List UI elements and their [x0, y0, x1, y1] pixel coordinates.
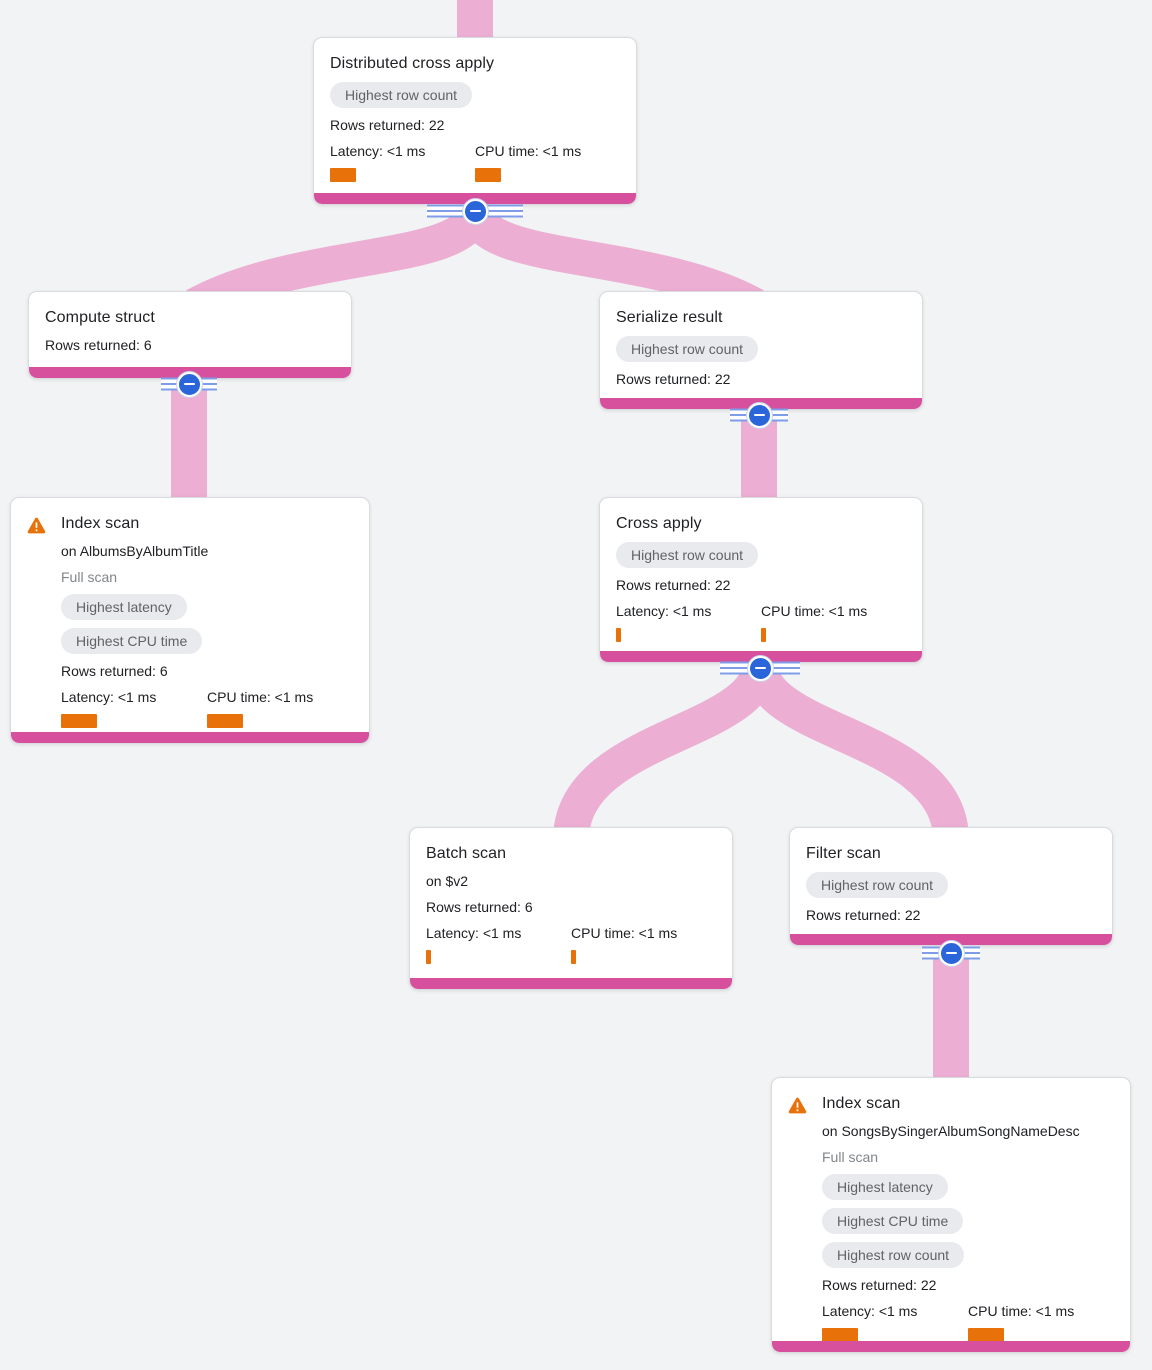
collapse-toggle-distributed-cross-apply[interactable]	[427, 198, 523, 224]
rows-returned-label: Rows returned: 22	[616, 371, 731, 387]
latency-label: Latency: <1 ms	[330, 143, 426, 159]
rows-returned-label: Rows returned: 22	[616, 577, 731, 593]
plan-node-serialize-result[interactable]: Serialize result Highest row count Rows …	[599, 291, 923, 410]
cpu-time-bar	[761, 628, 766, 642]
plan-node-distributed-cross-apply[interactable]: Distributed cross apply Highest row coun…	[313, 37, 637, 205]
cpu-time-bar	[207, 714, 243, 728]
badge-highest-row-count: Highest row count	[616, 336, 759, 362]
warning-icon	[788, 1091, 822, 1342]
latency-bar	[822, 1328, 858, 1342]
node-title: Filter scan	[806, 845, 881, 862]
edge-ribbon-dca-to-serialize-result	[457, 205, 764, 322]
node-accent-bar	[11, 732, 369, 743]
minus-icon	[938, 940, 964, 966]
minus-icon	[746, 402, 772, 428]
cpu-time-bar	[968, 1328, 1004, 1342]
rows-returned-label: Rows returned: 6	[426, 899, 533, 915]
plan-node-cross-apply[interactable]: Cross apply Highest row count Rows retur…	[599, 497, 923, 663]
node-title: Compute struct	[45, 309, 155, 326]
collapse-toggle-serialize-result[interactable]	[730, 402, 788, 428]
cpu-time-label: CPU time: <1 ms	[207, 689, 314, 705]
latency-label: Latency: <1 ms	[822, 1303, 918, 1319]
node-title: Index scan	[61, 515, 140, 532]
plan-node-compute-struct[interactable]: Compute struct Rows returned: 6	[28, 291, 352, 379]
rows-returned-label: Rows returned: 6	[61, 663, 168, 679]
latency-bar	[330, 168, 356, 182]
latency-label: Latency: <1 ms	[426, 925, 522, 941]
badge-highest-latency: Highest latency	[822, 1174, 948, 1200]
node-accent-bar	[410, 978, 732, 989]
scan-target-label: on $v2	[426, 873, 469, 889]
plan-node-index-scan-songs[interactable]: Index scan on SongsBySingerAlbumSongName…	[771, 1077, 1131, 1353]
latency-bar	[426, 950, 431, 964]
badge-highest-cpu-time: Highest CPU time	[61, 628, 203, 654]
scan-target-label: on AlbumsByAlbumTitle	[61, 543, 209, 559]
cpu-time-bar	[475, 168, 501, 182]
collapse-toggle-filter-scan[interactable]	[922, 940, 980, 966]
plan-node-batch-scan[interactable]: Batch scan on $v2 Rows returned: 6 Laten…	[409, 827, 733, 990]
warning-icon	[27, 511, 61, 728]
badge-highest-row-count: Highest row count	[822, 1242, 965, 1268]
rows-returned-label: Rows returned: 6	[45, 337, 152, 353]
cpu-time-label: CPU time: <1 ms	[968, 1303, 1075, 1319]
badge-highest-row-count: Highest row count	[330, 82, 473, 108]
latency-label: Latency: <1 ms	[616, 603, 712, 619]
node-accent-bar	[772, 1341, 1130, 1352]
cpu-time-label: CPU time: <1 ms	[761, 603, 868, 619]
plan-node-filter-scan[interactable]: Filter scan Highest row count Rows retur…	[789, 827, 1113, 946]
rows-returned-label: Rows returned: 22	[822, 1277, 937, 1293]
badge-highest-cpu-time: Highest CPU time	[822, 1208, 964, 1234]
node-title: Distributed cross apply	[330, 55, 495, 72]
collapse-toggle-cross-apply[interactable]	[720, 655, 800, 681]
cpu-time-label: CPU time: <1 ms	[571, 925, 678, 941]
latency-label: Latency: <1 ms	[61, 689, 157, 705]
minus-icon	[747, 655, 773, 681]
scan-mode-label: Full scan	[61, 569, 118, 585]
badge-highest-latency: Highest latency	[61, 594, 187, 620]
cpu-time-label: CPU time: <1 ms	[475, 143, 582, 159]
minus-icon	[462, 198, 488, 224]
node-title: Batch scan	[426, 845, 507, 862]
node-accent-bar	[790, 934, 1112, 945]
node-title: Index scan	[822, 1095, 901, 1112]
latency-bar	[616, 628, 621, 642]
minus-icon	[176, 371, 202, 397]
plan-node-index-scan-albums[interactable]: Index scan on AlbumsByAlbumTitle Full sc…	[10, 497, 370, 744]
badge-highest-row-count: Highest row count	[806, 872, 949, 898]
scan-target-label: on SongsBySingerAlbumSongNameDesc	[822, 1123, 1080, 1139]
badge-highest-row-count: Highest row count	[616, 542, 759, 568]
edge-ribbon-cross-apply-to-batch-scan	[553, 661, 778, 842]
rows-returned-label: Rows returned: 22	[806, 907, 921, 923]
rows-returned-label: Rows returned: 22	[330, 117, 445, 133]
edge-ribbon-cross-apply-to-filter-scan	[742, 661, 969, 842]
collapse-toggle-compute-struct[interactable]	[161, 371, 217, 397]
cpu-time-bar	[571, 950, 576, 964]
node-title: Cross apply	[616, 515, 702, 532]
latency-bar	[61, 714, 97, 728]
node-title: Serialize result	[616, 309, 723, 326]
scan-mode-label: Full scan	[822, 1149, 879, 1165]
